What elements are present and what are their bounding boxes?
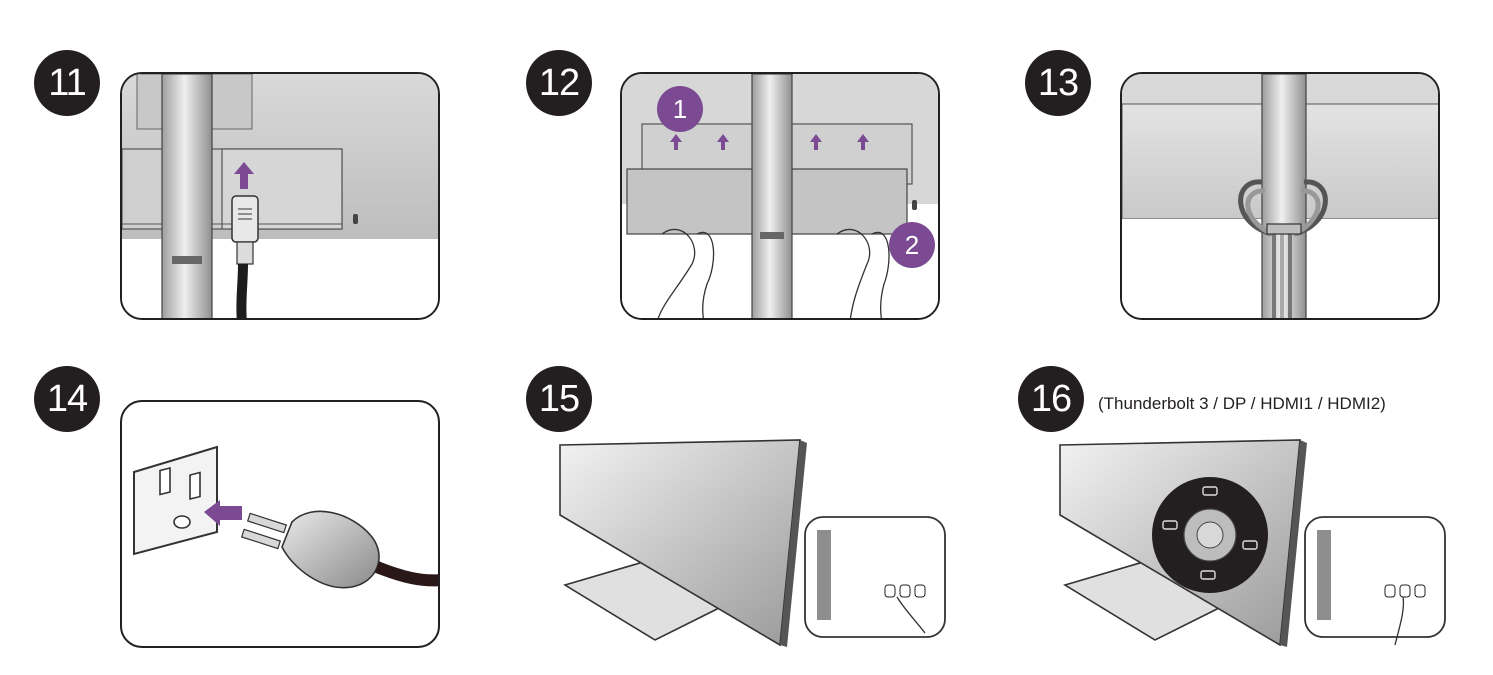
step-11-illustration <box>120 72 440 320</box>
step-14-illustration <box>120 400 440 648</box>
step-number-badge: 13 <box>1025 50 1091 116</box>
cable-routing-icon <box>1122 74 1440 320</box>
step-16-illustration <box>1055 435 1455 650</box>
step-13-illustration <box>1120 72 1440 320</box>
monitor-back-power-port-icon <box>122 74 440 320</box>
callout-2: 2 <box>889 222 935 268</box>
step-number-badge: 11 <box>34 50 100 116</box>
input-list-caption: (Thunderbolt 3 / DP / HDMI1 / HDMI2) <box>1098 394 1386 414</box>
step-number-badge: 16 <box>1018 366 1084 432</box>
callout-1: 1 <box>657 86 703 132</box>
step-number-badge: 15 <box>526 366 592 432</box>
step-12-illustration: 1 2 <box>620 72 940 320</box>
wall-outlet-plug-icon <box>122 402 440 648</box>
power-button-press-icon <box>555 435 955 650</box>
step-number-badge: 12 <box>526 50 592 116</box>
input-select-dial-icon <box>1055 435 1455 650</box>
step-number-badge: 14 <box>34 366 100 432</box>
step-15-illustration <box>555 435 955 650</box>
